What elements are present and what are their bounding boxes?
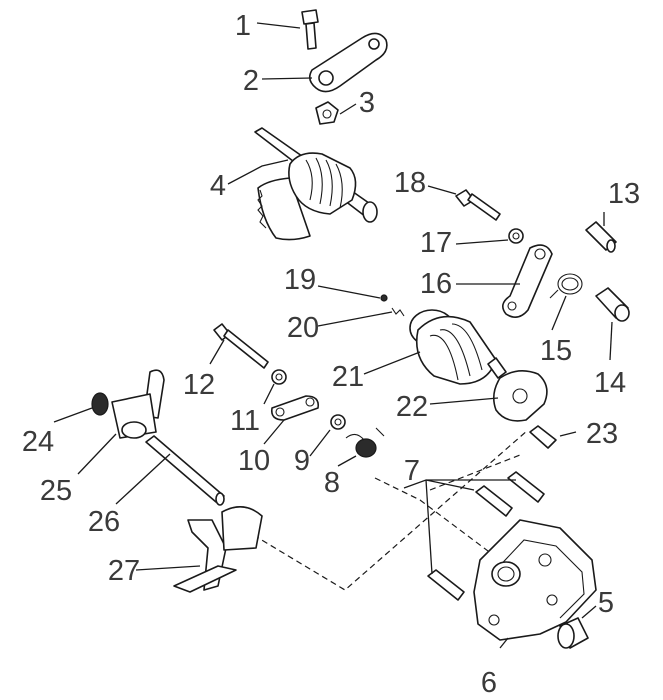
callout-20: 20 xyxy=(287,312,319,344)
part-27-shift-fork xyxy=(173,506,263,593)
callout-18: 18 xyxy=(394,167,426,199)
part-1-bolt xyxy=(301,9,319,50)
callout-22: 22 xyxy=(396,391,428,423)
callout-24: 24 xyxy=(22,426,54,458)
callout-13: 13 xyxy=(608,178,640,210)
callout-25: 25 xyxy=(40,475,72,507)
part-4-shift-shaft xyxy=(254,127,378,241)
assembly-lines xyxy=(244,429,529,591)
part-17-washer xyxy=(508,228,524,244)
part-26-fork-shaft xyxy=(145,435,225,506)
part-15-torsion-spring xyxy=(549,273,583,299)
callout-14: 14 xyxy=(594,367,626,399)
callout-21: 21 xyxy=(332,361,364,393)
callout-26: 26 xyxy=(88,506,120,538)
part-10-link-plate xyxy=(270,395,320,421)
part-25-shift-fork xyxy=(111,369,165,439)
callout-9: 9 xyxy=(294,445,310,477)
callout-10: 10 xyxy=(238,445,270,477)
callout-7: 7 xyxy=(404,455,420,487)
part-3-nut xyxy=(315,101,339,125)
part-16-stopper-arm xyxy=(502,244,553,318)
part-6-housing xyxy=(473,519,597,641)
part-14-sleeve xyxy=(595,287,630,322)
part-20-spring xyxy=(391,307,405,317)
callout-8: 8 xyxy=(324,467,340,499)
callout-15: 15 xyxy=(540,335,572,367)
part-7-bolts xyxy=(427,471,545,601)
callout-5: 5 xyxy=(598,587,614,619)
part-19-pin xyxy=(380,294,388,302)
callout-11: 11 xyxy=(230,405,260,437)
leader-lines xyxy=(53,22,613,649)
callout-17: 17 xyxy=(420,227,452,259)
part-21-shift-drum xyxy=(409,309,507,385)
callout-16: 16 xyxy=(420,268,452,300)
callout-2: 2 xyxy=(243,65,259,97)
part-11-washer xyxy=(271,369,287,385)
part-12-long-bolt xyxy=(213,323,269,369)
callout-1: 1 xyxy=(235,10,251,42)
callout-6: 6 xyxy=(481,667,497,699)
part-5-bearing xyxy=(557,617,589,649)
part-13-pin xyxy=(585,221,617,253)
part-23-bolt xyxy=(529,425,557,449)
part-8-spring xyxy=(345,427,385,458)
part-9-washer xyxy=(330,414,346,430)
callout-3: 3 xyxy=(359,87,375,119)
callout-12: 12 xyxy=(183,369,215,401)
callout-19: 19 xyxy=(284,264,316,296)
part-2-arm-plate xyxy=(308,32,388,93)
callout-23: 23 xyxy=(586,418,618,450)
callout-27: 27 xyxy=(108,555,140,587)
part-22-shift-cam xyxy=(492,370,548,422)
part-18-bolt xyxy=(455,189,501,221)
callout-4: 4 xyxy=(210,170,226,202)
part-24-roller xyxy=(91,392,109,416)
callout-labels: 1 2 3 4 5 6 7 8 9 10 11 12 13 14 15 16 1… xyxy=(22,10,640,699)
